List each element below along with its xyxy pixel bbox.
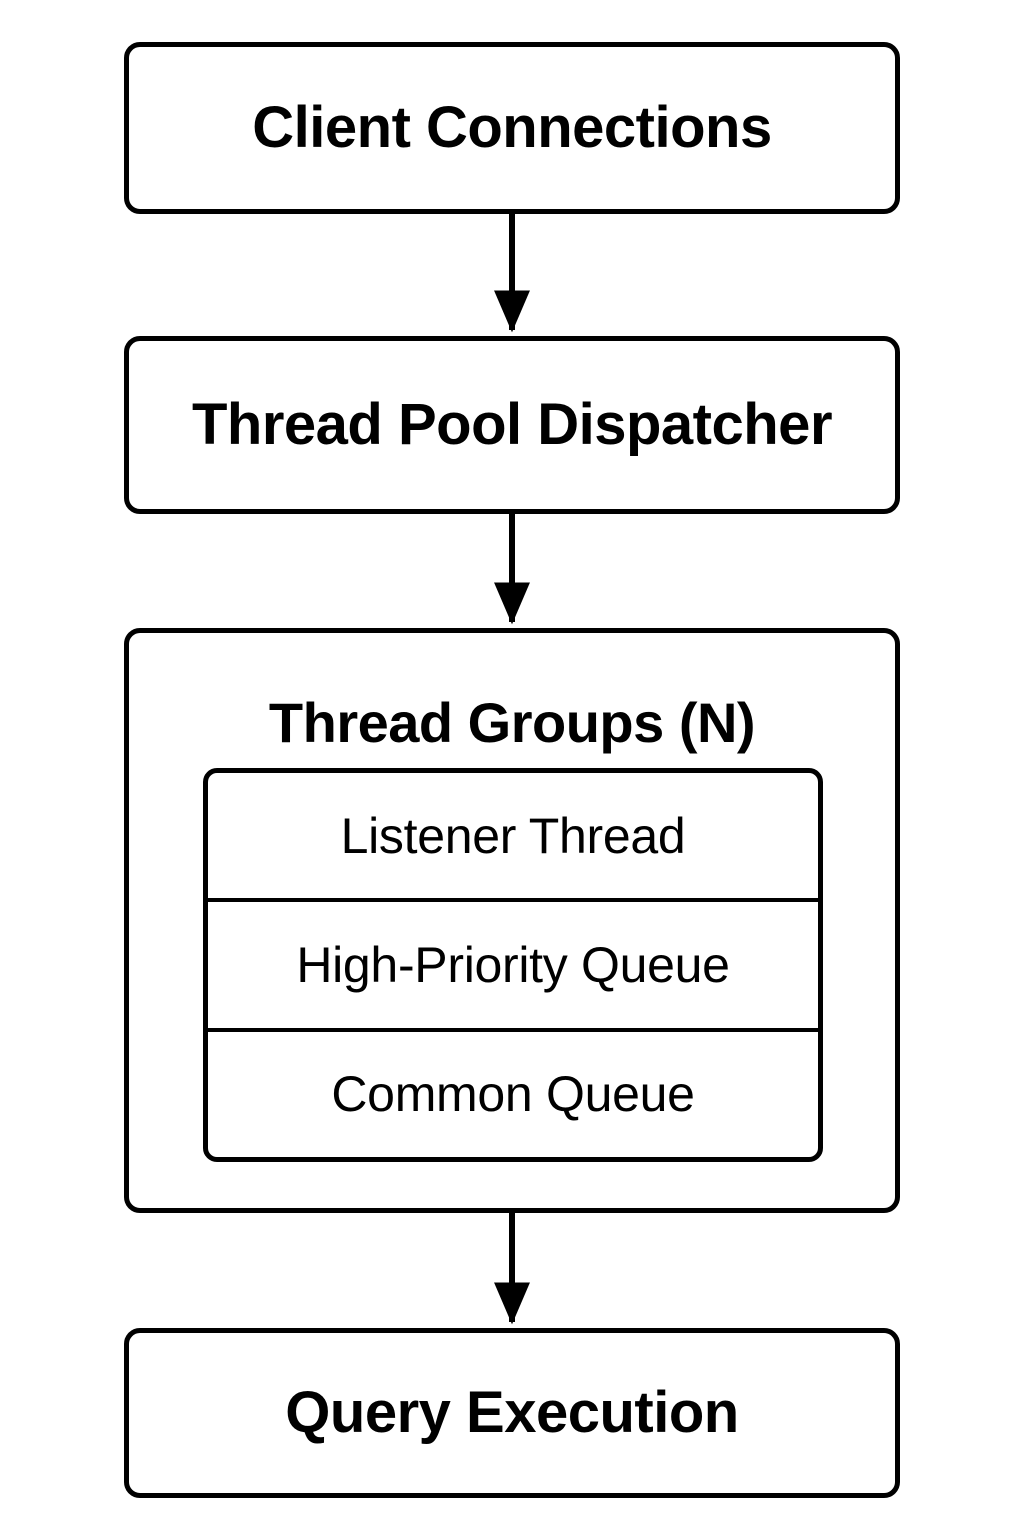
thread-group-common-queue[interactable]: Common Queue [208,1032,818,1157]
node-thread-groups[interactable]: Thread Groups (N) Listener Thread High-P… [124,628,900,1213]
thread-group-high-priority-queue[interactable]: High-Priority Queue [208,902,818,1032]
node-thread-pool-dispatcher-label: Thread Pool Dispatcher [191,391,833,457]
thread-group-common-queue-label: Common Queue [331,1066,695,1123]
thread-group-listener-thread-label: Listener Thread [340,807,686,864]
node-client-connections[interactable]: Client Connections [124,42,900,214]
thread-group-listener-thread[interactable]: Listener Thread [208,773,818,903]
node-client-connections-label: Client Connections [252,94,772,160]
node-query-execution-label: Query Execution [285,1379,739,1445]
node-thread-groups-label: Thread Groups (N) [268,691,756,754]
node-thread-pool-dispatcher[interactable]: Thread Pool Dispatcher [124,336,900,514]
node-query-execution[interactable]: Query Execution [124,1328,900,1498]
thread-group-internals: Listener Thread High-Priority Queue Comm… [203,768,823,1162]
thread-group-high-priority-queue-label: High-Priority Queue [296,936,730,993]
